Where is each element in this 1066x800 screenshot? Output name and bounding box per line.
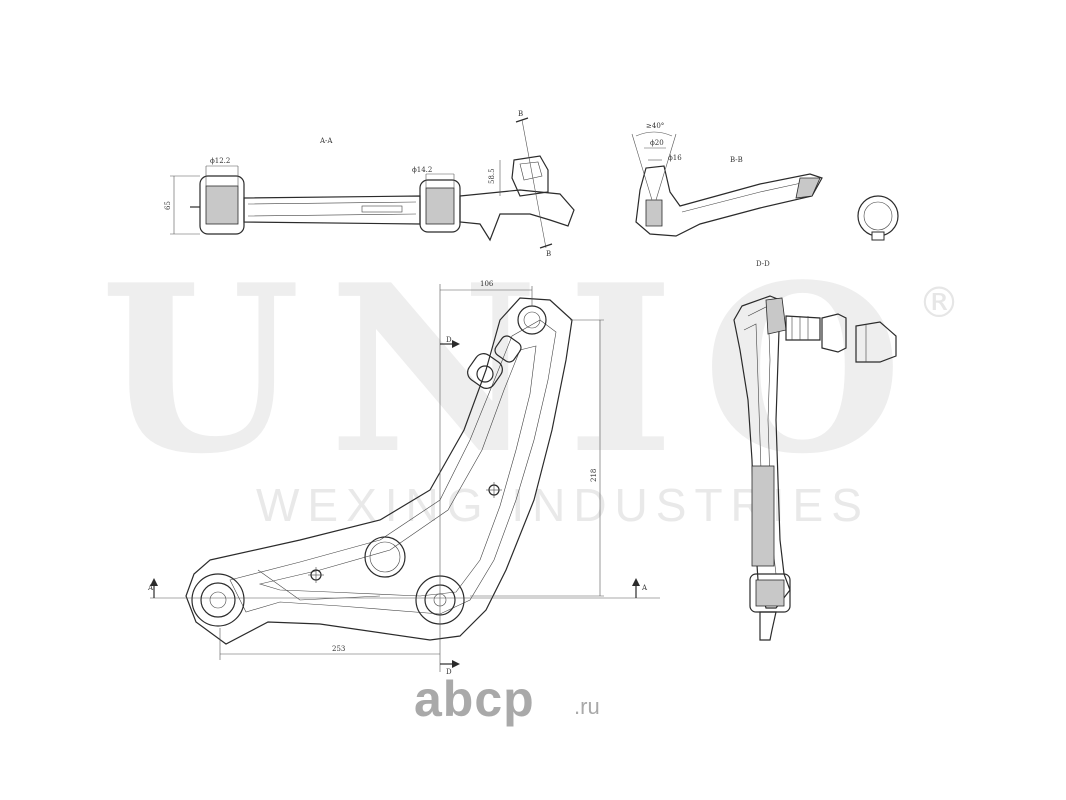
- site-logo-brand: abcp: [414, 671, 535, 727]
- section-aa-view: [170, 117, 575, 249]
- marker-d-bottom: D: [446, 668, 452, 676]
- dim-65: 65: [164, 201, 172, 210]
- label-section-bb: B-B: [730, 156, 743, 164]
- dim-diameter-14: ϕ14.2: [412, 166, 433, 174]
- marker-d-top: D: [446, 336, 452, 344]
- marker-b-bottom: B: [546, 250, 552, 258]
- dim-106: 106: [480, 280, 494, 288]
- dim-58-5: 58.5: [488, 168, 496, 184]
- section-bb-view: [631, 131, 899, 241]
- section-dd-view: [733, 295, 897, 641]
- dim-diameter-16: ϕ16: [668, 154, 682, 162]
- dim-40-deg: ≥40°: [646, 122, 665, 130]
- dim-diameter-12: ϕ12.2: [210, 157, 231, 165]
- marker-b-top: B: [518, 110, 524, 118]
- dim-218: 218: [590, 468, 598, 482]
- dim-diameter-20: ϕ20: [650, 139, 664, 147]
- main-plan-view: [150, 284, 660, 672]
- site-logo-domain: .ru: [574, 694, 600, 719]
- label-section-dd: D-D: [756, 260, 770, 268]
- marker-a-left: A: [148, 584, 154, 592]
- marker-a-right: A: [642, 584, 648, 592]
- watermark-registered-mark: ®: [918, 278, 960, 327]
- dim-253: 253: [332, 645, 346, 653]
- label-section-aa: A-A: [320, 137, 333, 145]
